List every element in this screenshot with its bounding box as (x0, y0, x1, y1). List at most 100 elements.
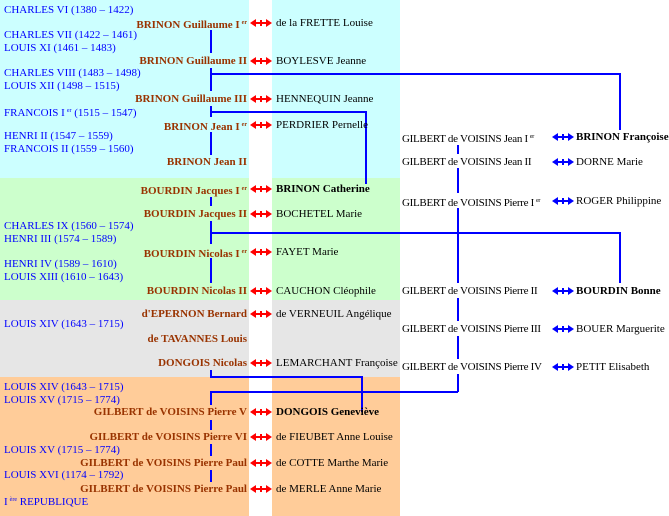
band-orange-right (272, 377, 400, 516)
marriage-arrow-icon (250, 95, 272, 103)
line-to-dongois-genevieve (210, 370, 363, 412)
king-reign: HENRI III (1574 – 1589) (4, 233, 116, 246)
ordinal-suffix: ère (9, 497, 17, 503)
spouse-name-text: de COTTE Marthe Marie (276, 457, 389, 469)
lineage-person-text: GILBERT de VOISINS Pierre V (93, 406, 247, 418)
lineage-person-text: BRINON Jean I (163, 121, 240, 133)
spouse-name-text: BOYLESVE Jeanne (276, 55, 367, 67)
line-gilbert-descent (210, 391, 458, 482)
spouse-name: LEMARCHANT Françoise (276, 357, 398, 370)
gilbert-person-text: GILBERT de VOISINS Pierre III (402, 323, 541, 335)
gilbert-spouse-text: ROGER Philippine (576, 195, 662, 207)
king-reign-text: HENRI IV (1589 – 1610) (4, 258, 117, 270)
spouse-name-text: de la FRETTE Louise (276, 17, 373, 29)
king-reign-text: CHARLES VIII (1483 – 1498) (4, 67, 141, 79)
lineage-person: BRINON Guillaume III (135, 93, 247, 106)
spouse-name: de COTTE Marthe Marie (276, 457, 388, 470)
king-reign-text: LOUIS XI (1461 – 1483) (4, 42, 116, 54)
lineage-person-text: DONGOIS Nicolas (158, 357, 247, 369)
spouse-name-text: CAUCHON Cléophile (276, 285, 376, 297)
spouse-name-text: PERDRIER Pernelle (276, 119, 368, 131)
band-gray-left (0, 300, 249, 377)
ordinal-suffix: er (241, 186, 247, 192)
spouse-name: HENNEQUIN Jeanne (276, 93, 373, 106)
spouse-name-text: FAYET Marie (276, 246, 339, 258)
lineage-person: GILBERT de VOISINS Pierre VI (90, 431, 248, 444)
spouse-name: DONGOIS Geneviève (276, 406, 379, 419)
marriage-arrow-icon (552, 325, 574, 333)
marriage-arrow-icon (250, 57, 272, 65)
spouse-name: BRINON Catherine (276, 183, 370, 196)
king-reign-text: HENRI III (1574 – 1589) (4, 233, 117, 245)
marriage-arrow-icon (250, 408, 272, 416)
band-cyan-right (272, 0, 400, 178)
spouse-name: PERDRIER Pernelle (276, 119, 368, 132)
lineage-person: d'EPERNON Bernard (142, 308, 247, 321)
gilbert-person-text: GILBERT de VOISINS Pierre II (402, 285, 538, 297)
marriage-arrow-icon (250, 248, 272, 256)
king-reign-text: LOUIS XVI (1174 – 1792) (4, 469, 124, 481)
ordinal-suffix: er (241, 122, 247, 128)
spouse-name: de FIEUBET Anne Louise (276, 431, 393, 444)
marriage-arrow-icon (250, 359, 272, 367)
band-gray-right (272, 300, 400, 377)
ordinal-suffix: er (529, 134, 534, 140)
lineage-person-text: BRINON Guillaume I (136, 19, 240, 31)
spouse-name: BOYLESVE Jeanne (276, 55, 366, 68)
spouse-name-text: BOCHETEL Marie (276, 208, 363, 220)
spouse-name-text: HENNEQUIN Jeanne (276, 93, 374, 105)
gilbert-spouse: BRINON Françoise (576, 131, 669, 144)
gilbert-person-text: GILBERT de VOISINS Jean II (402, 156, 532, 168)
marriage-arrow-icon (250, 287, 272, 295)
king-reign: LOUIS XV (1715 – 1774) (4, 394, 120, 407)
king-reign-text: LOUIS XV (1715 – 1774) (4, 444, 120, 456)
gilbert-spouse: BOUER Marguerite (576, 323, 665, 336)
marriage-arrow-icon (250, 485, 272, 493)
spouse-name: CAUCHON Cléophile (276, 285, 376, 298)
king-reign: LOUIS XIV (1643 – 1715) (4, 318, 124, 331)
ordinal-suffix: er (241, 20, 247, 26)
spouse-name-text: LEMARCHANT Françoise (276, 357, 398, 369)
marriage-arrow-icon (552, 197, 574, 205)
king-reign: CHARLES IX (1560 – 1574) (4, 220, 134, 233)
gilbert-spouse-text: BOURDIN Bonne (576, 285, 661, 297)
king-reign: CHARLES VII (1422 – 1461) (4, 29, 137, 42)
marriage-arrow-icon (250, 19, 272, 27)
gilbert-spouse: PETIT Elisabeth (576, 361, 649, 374)
lineage-person-text: BOURDIN Nicolas I (143, 248, 240, 260)
king-reign: LOUIS XIV (1643 – 1715) (4, 381, 124, 394)
lineage-person-text: GILBERT de VOISINS Pierre Paul (80, 483, 247, 495)
gilbert-person-text: GILBERT de VOISINS Pierre I (402, 197, 534, 209)
spouse-name-text: de VERNEUIL Angélique (276, 308, 392, 320)
lineage-person-text: GILBERT de VOISINS Pierre Paul (80, 457, 247, 469)
lineage-person-text: BOURDIN Jacques I (140, 185, 240, 197)
gilbert-spouse-text: BOUER Marguerite (576, 323, 665, 335)
lineage-person: GILBERT de VOISINS Pierre Paul (80, 483, 247, 496)
king-reign-text: CHARLES IX (1560 – 1574) (4, 220, 134, 232)
king-reign: CHARLES VI (1380 – 1422) (4, 4, 133, 17)
lineage-person: BRINON Jean II (167, 156, 247, 169)
lineage-person: GILBERT de VOISINS Pierre Paul (80, 457, 247, 470)
gilbert-spouse-text: DORNE Marie (576, 156, 643, 168)
marriage-arrow-icon (250, 459, 272, 467)
lineage-person-text: BOURDIN Jacques II (143, 208, 247, 220)
spouse-name-text: DONGOIS Geneviève (276, 406, 379, 418)
king-reign-text: LOUIS XIV (1643 – 1715) (4, 381, 124, 393)
marriage-arrow-icon (250, 185, 272, 193)
king-reign-text: LOUIS XIV (1643 – 1715) (4, 318, 124, 330)
king-reign: LOUIS XII (1498 – 1515) (4, 80, 119, 93)
king-reign-text: LOUIS XII (1498 – 1515) (4, 80, 120, 92)
gilbert-spouse: DORNE Marie (576, 156, 643, 169)
king-reign-text: LOUIS XV (1715 – 1774) (4, 394, 120, 406)
spouse-name-text: BRINON Catherine (276, 183, 370, 195)
spouse-name: de la FRETTE Louise (276, 17, 373, 30)
lineage-person-text: BRINON Jean II (166, 156, 247, 168)
gilbert-spouse-text: PETIT Elisabeth (576, 361, 650, 373)
band-cyan-left (0, 0, 249, 178)
spouse-name: FAYET Marie (276, 246, 338, 259)
marriage-arrow-icon (552, 158, 574, 166)
